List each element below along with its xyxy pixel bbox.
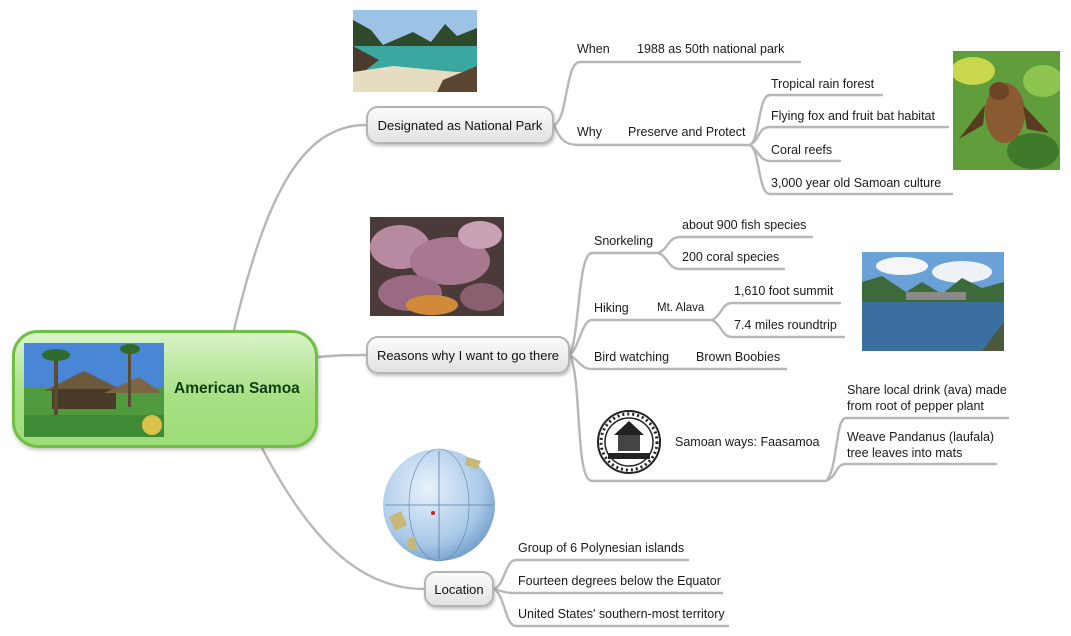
topic-location[interactable]: Location (424, 571, 494, 607)
samoa-seal-image (596, 409, 662, 475)
when-label[interactable]: When (577, 42, 610, 56)
beach-cove-image (353, 10, 477, 92)
location-item[interactable]: Group of 6 Polynesian islands (518, 541, 685, 555)
hiking-item[interactable]: 7.4 miles roundtrip (734, 318, 837, 332)
samoan-ways-label[interactable]: Samoan ways: Faasamoa (675, 435, 820, 449)
hiking-sub-label[interactable]: Mt. Alava (657, 302, 705, 314)
why-item[interactable]: Tropical rain forest (771, 77, 875, 91)
when-value[interactable]: 1988 as 50th national park (637, 42, 785, 56)
harbor-image (862, 252, 1004, 351)
why-item[interactable]: 3,000 year old Samoan culture (771, 176, 942, 190)
samoan-way-item[interactable]: Weave Pandanus (laufala) (847, 430, 995, 444)
samoan-way-item[interactable]: Share local drink (ava) made (847, 383, 1007, 397)
coral-reef-image (370, 217, 504, 316)
hiking-item[interactable]: 1,610 foot summit (734, 284, 834, 298)
location-item[interactable]: United States' southern-most territory (518, 607, 725, 621)
snorkeling-item[interactable]: 200 coral species (682, 250, 780, 264)
samoan-way-item[interactable]: tree leaves into mats (847, 446, 963, 460)
topic-reasons[interactable]: Reasons why I want to go there (366, 336, 570, 374)
snorkeling-label[interactable]: Snorkeling (594, 234, 654, 248)
pacific-globe-image (381, 447, 498, 564)
bird-watching-value[interactable]: Brown Boobies (696, 350, 781, 364)
samoan-way-item[interactable]: from root of pepper plant (847, 399, 984, 413)
location-item[interactable]: Fourteen degrees below the Equator (518, 574, 721, 588)
why-item[interactable]: Coral reefs (771, 143, 833, 157)
why-value[interactable]: Preserve and Protect (628, 125, 746, 139)
why-item[interactable]: Flying fox and fruit bat habitat (771, 109, 935, 123)
topic-national-park[interactable]: Designated as National Park (366, 106, 554, 144)
why-label[interactable]: Why (577, 125, 602, 139)
central-topic-title: American Samoa (174, 380, 300, 397)
snorkeling-item[interactable]: about 900 fish species (682, 218, 807, 232)
bird-watching-label[interactable]: Bird watching (594, 350, 670, 364)
central-topic-image (24, 343, 164, 437)
fruit-bat-image (953, 51, 1060, 170)
hiking-label[interactable]: Hiking (594, 301, 629, 315)
